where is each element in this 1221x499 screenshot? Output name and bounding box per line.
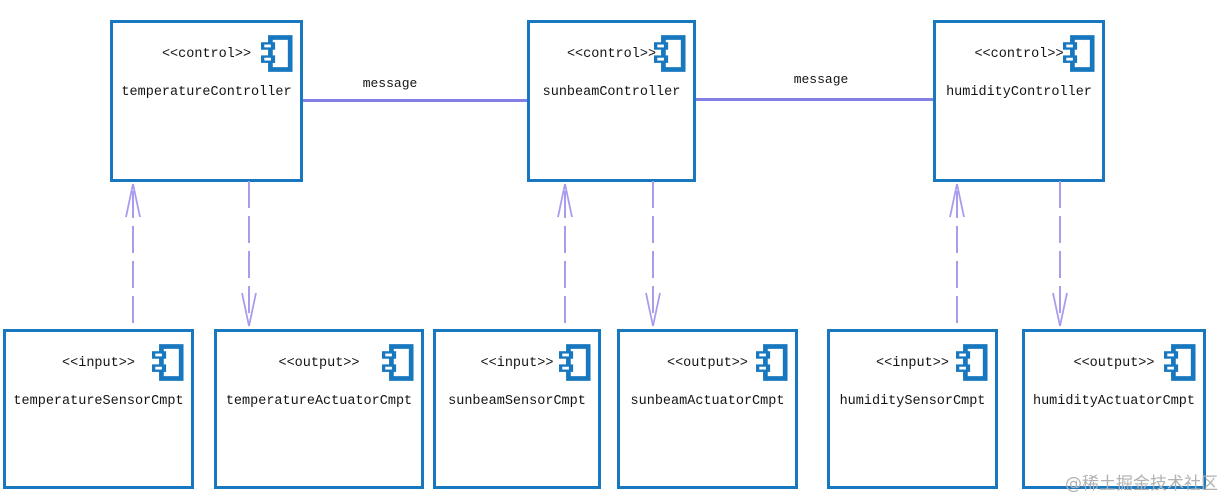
component-name: humidityActuatorCmpt — [1032, 394, 1196, 409]
arrow-controller-to-sunbeamActuator — [645, 181, 661, 327]
uml-component-icon — [756, 344, 788, 381]
uml-component-icon — [382, 344, 414, 381]
component-name: humiditySensorCmpt — [839, 394, 986, 409]
component-name: sunbeamSensorCmpt — [448, 394, 586, 409]
component-sunbeamActuatorCmpt: <<output>> sunbeamActuatorCmpt — [617, 329, 798, 489]
arrow-humiditySensor-to-controller — [949, 183, 965, 329]
uml-component-icon — [559, 344, 591, 381]
component-name: temperatureController — [121, 85, 292, 100]
component-name: humidityController — [946, 85, 1092, 100]
stereotype-label: <<control>> — [566, 47, 657, 62]
stereotype-label: <<input>> — [876, 356, 949, 371]
arrow-controller-to-humidityActuator — [1052, 181, 1068, 327]
stereotype-label: <<output>> — [1073, 356, 1155, 371]
uml-component-icon — [1063, 35, 1095, 72]
uml-component-icon — [956, 344, 988, 381]
message-label: message — [362, 76, 418, 91]
watermark-text: @稀土掘金技术社区 — [1065, 474, 1218, 494]
stereotype-label: <<output>> — [278, 356, 360, 371]
uml-component-icon — [1164, 344, 1196, 381]
component-humiditySensorCmpt: <<input>> humiditySensorCmpt — [827, 329, 998, 489]
component-humidityController: <<control>> humidityController — [933, 20, 1105, 182]
component-sunbeamController: <<control>> sunbeamController — [527, 20, 696, 182]
message-label: message — [793, 72, 849, 87]
connector-message-1 — [303, 99, 527, 102]
arrow-controller-to-temperatureActuator — [241, 181, 257, 327]
uml-component-icon — [261, 35, 293, 72]
component-name: temperatureSensorCmpt — [13, 394, 184, 409]
component-name: temperatureActuatorCmpt — [225, 394, 413, 409]
component-temperatureActuatorCmpt: <<output>> temperatureActuatorCmpt — [214, 329, 424, 489]
stereotype-label: <<control>> — [974, 47, 1064, 62]
stereotype-label: <<input>> — [62, 356, 135, 371]
stereotype-label: <<input>> — [480, 356, 554, 371]
uml-component-icon — [152, 344, 184, 381]
component-name: sunbeamController — [542, 85, 681, 100]
stereotype-label: <<output>> — [666, 356, 748, 371]
component-sunbeamSensorCmpt: <<input>> sunbeamSensorCmpt — [433, 329, 601, 489]
component-temperatureController: <<control>> temperatureController — [110, 20, 303, 182]
component-name: sunbeamActuatorCmpt — [630, 394, 785, 409]
arrow-sunbeamSensor-to-controller — [557, 183, 573, 329]
component-temperatureSensorCmpt: <<input>> temperatureSensorCmpt — [3, 329, 194, 489]
component-humidityActuatorCmpt: <<output>> humidityActuatorCmpt — [1022, 329, 1206, 489]
uml-component-icon — [654, 35, 686, 72]
arrow-temperatureSensor-to-controller — [125, 183, 141, 329]
stereotype-label: <<control>> — [161, 47, 252, 62]
connector-message-2 — [696, 98, 933, 101]
